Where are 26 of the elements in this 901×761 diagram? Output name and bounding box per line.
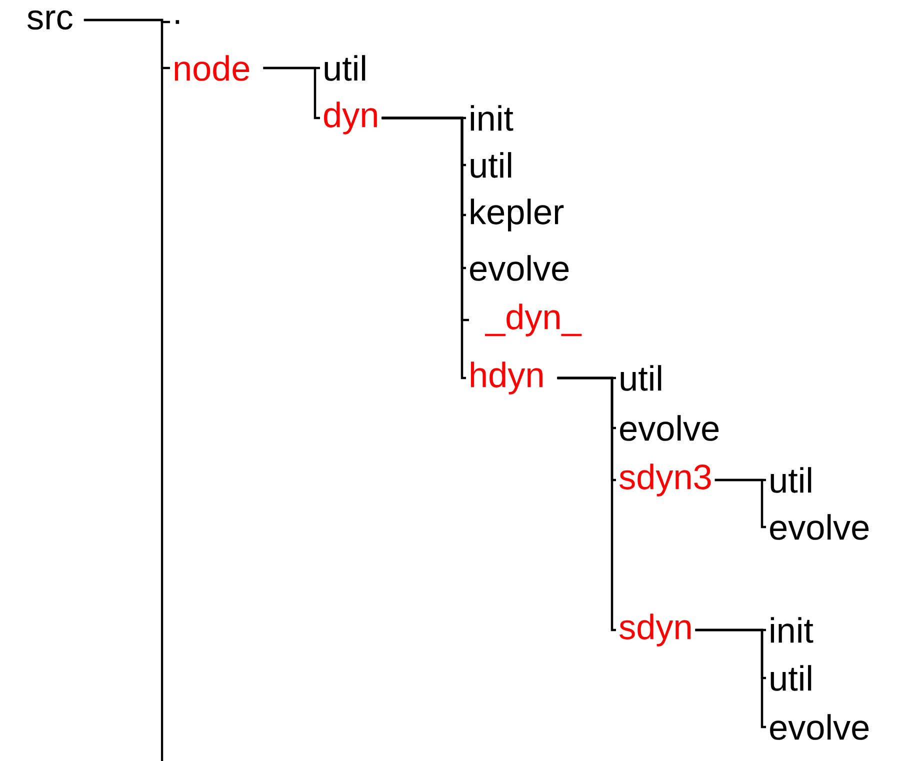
tree-label: init <box>770 617 814 643</box>
tree-line <box>557 376 616 632</box>
tree-label: util <box>324 55 366 81</box>
tree-line <box>695 628 766 728</box>
tree-label: src <box>28 10 72 30</box>
tree-label: dyn <box>324 102 377 134</box>
tree-label: util <box>620 365 662 391</box>
tree-label: evolve <box>620 415 719 441</box>
tree-label: _dyn_ <box>485 304 582 336</box>
tree-label: node <box>174 55 250 81</box>
tree-label: evolve <box>770 714 869 740</box>
tree-line <box>263 66 320 120</box>
tree-label: kepler <box>470 198 564 232</box>
tree-label: hdyn <box>470 362 542 394</box>
tree-line <box>84 18 170 70</box>
tree-line <box>382 116 466 380</box>
tree-label: evolve <box>470 255 569 281</box>
tree-label: . <box>176 20 180 24</box>
tree-line <box>714 478 766 528</box>
tree-label: sdyn <box>620 614 690 646</box>
tree-label: sdyn3 <box>620 464 711 496</box>
tree-label: util <box>470 152 512 178</box>
tree-label: util <box>770 467 812 493</box>
tree-label: evolve <box>770 514 869 540</box>
tree-label: init <box>470 105 514 131</box>
tree-label: util <box>770 665 812 691</box>
